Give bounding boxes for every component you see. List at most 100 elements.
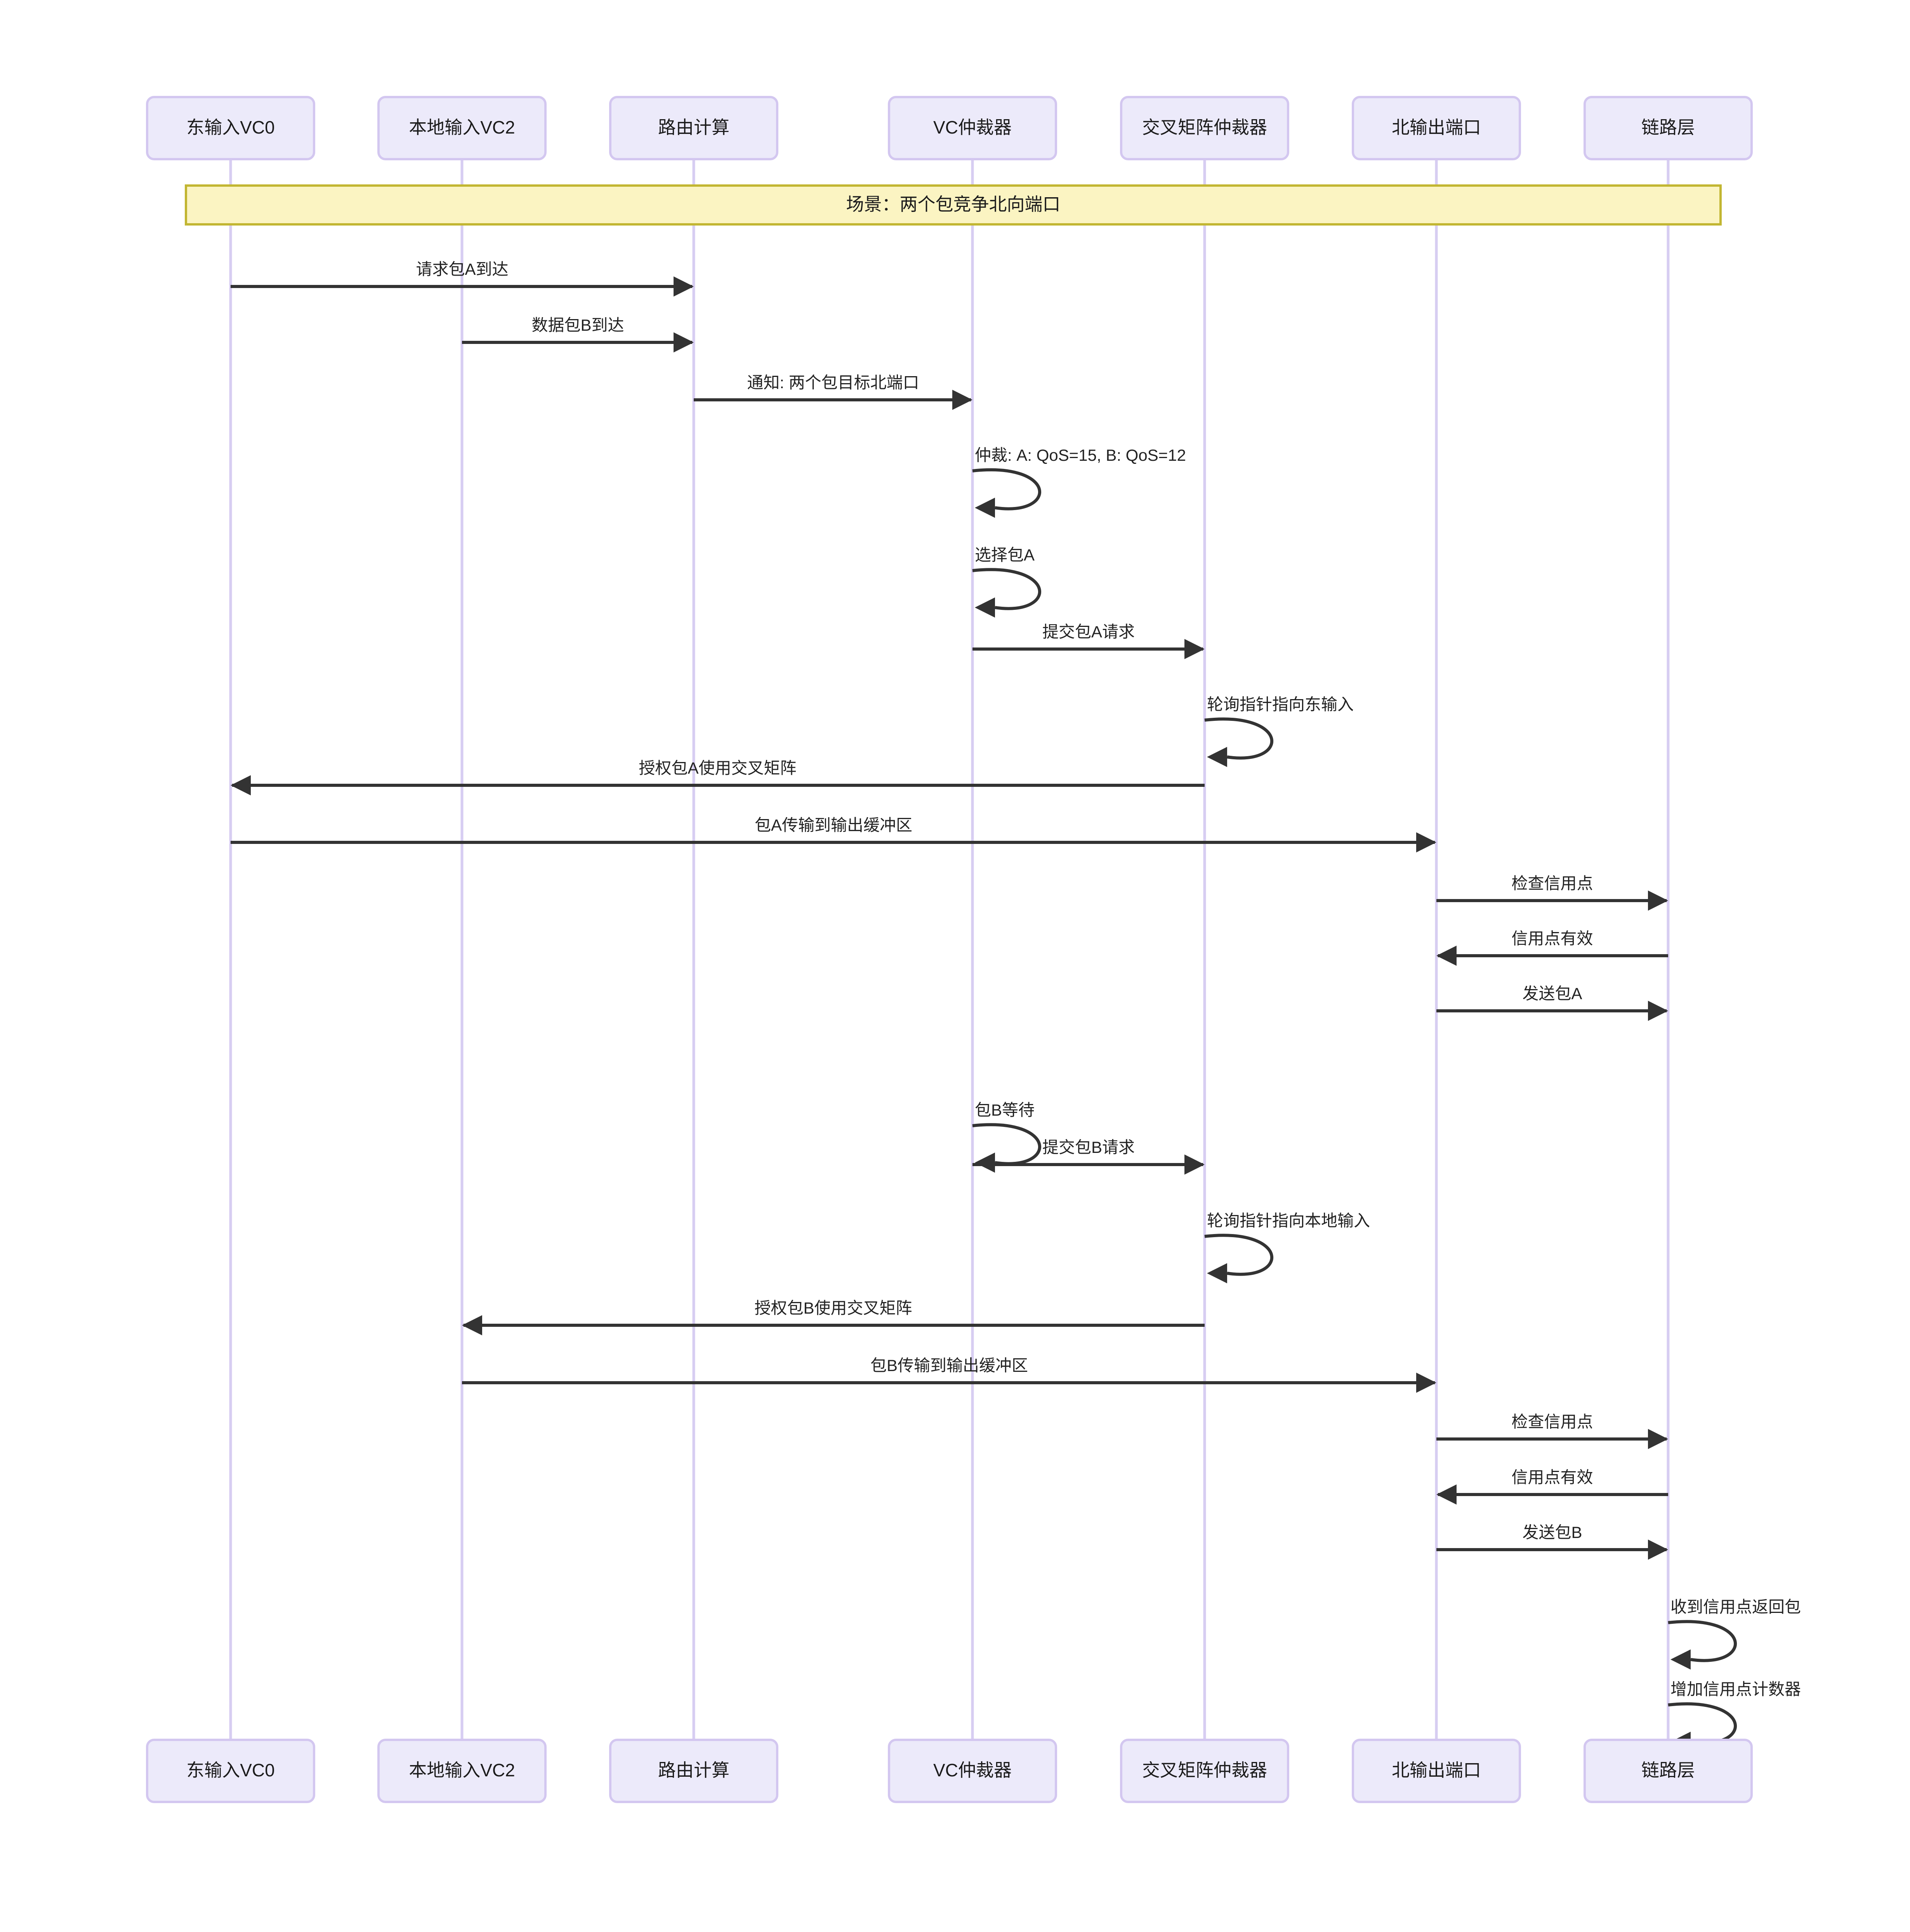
message-label: 选择包A xyxy=(975,546,1035,564)
arrow-head-icon xyxy=(1184,639,1205,659)
participant-north_out-bottom[interactable]: 北输出端口 xyxy=(1352,1739,1521,1803)
message-19-left[interactable]: 信用点有效 xyxy=(1436,1468,1668,1505)
arrow-head-icon xyxy=(1648,1001,1668,1021)
arrow-head-icon xyxy=(674,332,694,352)
arrow-head-icon xyxy=(1648,1429,1668,1449)
participant-label: 交叉矩阵仲裁器 xyxy=(1142,117,1267,137)
message-10-right[interactable]: 检查信用点 xyxy=(1436,874,1668,911)
scenario-note: 场景：两个包竞争北向端口 xyxy=(185,184,1722,226)
participant-local_vc2-top[interactable]: 本地输入VC2 xyxy=(377,96,547,160)
message-8-left[interactable]: 授权包A使用交叉矩阵 xyxy=(231,759,1205,795)
message-label: 信用点有效 xyxy=(1511,1468,1593,1486)
message-label: 仲裁: A: QoS=15, B: QoS=12 xyxy=(975,446,1186,464)
message-2-right[interactable]: 数据包B到达 xyxy=(462,316,694,352)
message-18-right[interactable]: 检查信用点 xyxy=(1436,1413,1668,1449)
message-label: 提交包A请求 xyxy=(1042,623,1135,641)
message-11-left[interactable]: 信用点有效 xyxy=(1436,929,1668,966)
participant-label: 东输入VC0 xyxy=(186,1760,274,1780)
arrow-head-icon xyxy=(1648,890,1668,911)
message-label: 包A传输到输出缓冲区 xyxy=(755,816,912,834)
self-loop-path xyxy=(1204,717,1273,760)
participant-north_out-top[interactable]: 北输出端口 xyxy=(1352,96,1521,160)
arrow-head-icon xyxy=(1416,832,1436,852)
participant-east_vc0-top[interactable]: 东输入VC0 xyxy=(146,96,315,160)
self-loop-path xyxy=(972,568,1041,610)
self-loop-path xyxy=(972,1123,1041,1165)
participant-local_vc2-bottom[interactable]: 本地输入VC2 xyxy=(377,1739,547,1803)
participant-label: 本地输入VC2 xyxy=(409,1760,515,1780)
message-6-right[interactable]: 提交包A请求 xyxy=(972,623,1205,659)
message-label: 轮询指针指向东输入 xyxy=(1207,695,1354,713)
message-5-self[interactable]: 选择包A xyxy=(972,546,1041,618)
participant-vc_arb-bottom[interactable]: VC仲裁器 xyxy=(888,1739,1057,1803)
message-20-right[interactable]: 发送包B xyxy=(1436,1523,1668,1560)
message-label: 包B等待 xyxy=(975,1101,1035,1119)
arrow-head-icon xyxy=(1416,1373,1436,1393)
scenario-note-label: 场景：两个包竞争北向端口 xyxy=(846,194,1061,214)
arrow-head-icon xyxy=(975,1153,995,1173)
participant-sw_arb-bottom[interactable]: 交叉矩阵仲裁器 xyxy=(1120,1739,1289,1803)
participant-sw_arb-top[interactable]: 交叉矩阵仲裁器 xyxy=(1120,96,1289,160)
arrow-head-icon xyxy=(1436,946,1457,966)
message-label: 授权包B使用交叉矩阵 xyxy=(754,1299,912,1317)
self-loop-path xyxy=(1668,1620,1737,1662)
message-17-right[interactable]: 包B传输到输出缓冲区 xyxy=(462,1356,1436,1393)
message-13-self[interactable]: 包B等待 xyxy=(972,1101,1041,1173)
message-14-right[interactable]: 提交包B请求 xyxy=(972,1138,1205,1175)
arrow-head-icon xyxy=(674,276,694,297)
message-3-right[interactable]: 通知: 两个包目标北端口 xyxy=(694,373,972,410)
participant-label: VC仲裁器 xyxy=(933,1760,1012,1780)
lifelines-layer xyxy=(229,159,1670,1740)
arrow-head-icon xyxy=(1436,1484,1457,1505)
message-label: 收到信用点返回包 xyxy=(1670,1598,1801,1616)
participant-east_vc0-bottom[interactable]: 东输入VC0 xyxy=(146,1739,315,1803)
message-label: 包B传输到输出缓冲区 xyxy=(870,1356,1028,1375)
message-4-self[interactable]: 仲裁: A: QoS=15, B: QoS=12 xyxy=(972,446,1186,518)
participant-routing-top[interactable]: 路由计算 xyxy=(609,96,778,160)
arrow-head-icon xyxy=(975,597,995,618)
participant-label: VC仲裁器 xyxy=(933,117,1012,137)
participant-label: 交叉矩阵仲裁器 xyxy=(1142,1760,1267,1780)
message-label: 授权包A使用交叉矩阵 xyxy=(639,759,796,777)
participant-link-top[interactable]: 链路层 xyxy=(1584,96,1753,160)
actors-top-layer: 东输入VC0 本地输入VC2 路由计算 VC仲裁器 交叉矩阵仲裁器 北输出端口 链路层 xyxy=(146,96,1753,160)
message-label: 发送包A xyxy=(1522,984,1582,1003)
arrow-head-icon xyxy=(952,390,972,410)
message-1-right[interactable]: 请求包A到达 xyxy=(231,260,694,297)
message-7-self[interactable]: 轮询指针指向东输入 xyxy=(1204,695,1354,767)
message-21-self[interactable]: 收到信用点返回包 xyxy=(1668,1598,1801,1670)
message-12-right[interactable]: 发送包A xyxy=(1436,984,1668,1021)
actors-bottom-layer: 东输入VC0 本地输入VC2 路由计算 VC仲裁器 交叉矩阵仲裁器 北输出端口 链路层 xyxy=(146,1739,1753,1803)
scenario-note-layer: 场景：两个包竞争北向端口 xyxy=(185,184,1722,226)
participant-label: 路由计算 xyxy=(658,1760,729,1780)
self-loop-path xyxy=(972,468,1041,510)
message-label: 数据包B到达 xyxy=(531,316,624,334)
participant-label: 本地输入VC2 xyxy=(409,117,515,137)
arrow-head-icon xyxy=(1648,1540,1668,1560)
participant-label: 北输出端口 xyxy=(1392,1760,1481,1780)
message-9-right[interactable]: 包A传输到输出缓冲区 xyxy=(231,816,1436,852)
participant-link-bottom[interactable]: 链路层 xyxy=(1584,1739,1753,1803)
message-label: 通知: 两个包目标北端口 xyxy=(747,373,919,392)
arrow-head-icon xyxy=(975,498,995,518)
participant-routing-bottom[interactable]: 路由计算 xyxy=(609,1739,778,1803)
self-loop-path xyxy=(1204,1234,1273,1276)
message-label: 增加信用点计数器 xyxy=(1670,1680,1801,1698)
message-label: 检查信用点 xyxy=(1511,1413,1593,1431)
arrow-head-icon xyxy=(1670,1649,1691,1670)
participant-label: 北输出端口 xyxy=(1392,117,1481,137)
participant-vc_arb-top[interactable]: VC仲裁器 xyxy=(888,96,1057,160)
arrow-head-icon xyxy=(1207,1263,1227,1283)
message-label: 提交包B请求 xyxy=(1042,1138,1135,1156)
message-label: 发送包B xyxy=(1522,1523,1582,1541)
message-15-self[interactable]: 轮询指针指向本地输入 xyxy=(1204,1212,1370,1283)
arrow-head-icon xyxy=(1207,747,1227,767)
arrow-head-icon xyxy=(1184,1154,1205,1175)
message-label: 信用点有效 xyxy=(1511,929,1593,948)
participant-label: 路由计算 xyxy=(658,117,729,137)
message-16-left[interactable]: 授权包B使用交叉矩阵 xyxy=(462,1299,1205,1335)
message-label: 请求包A到达 xyxy=(416,260,508,278)
